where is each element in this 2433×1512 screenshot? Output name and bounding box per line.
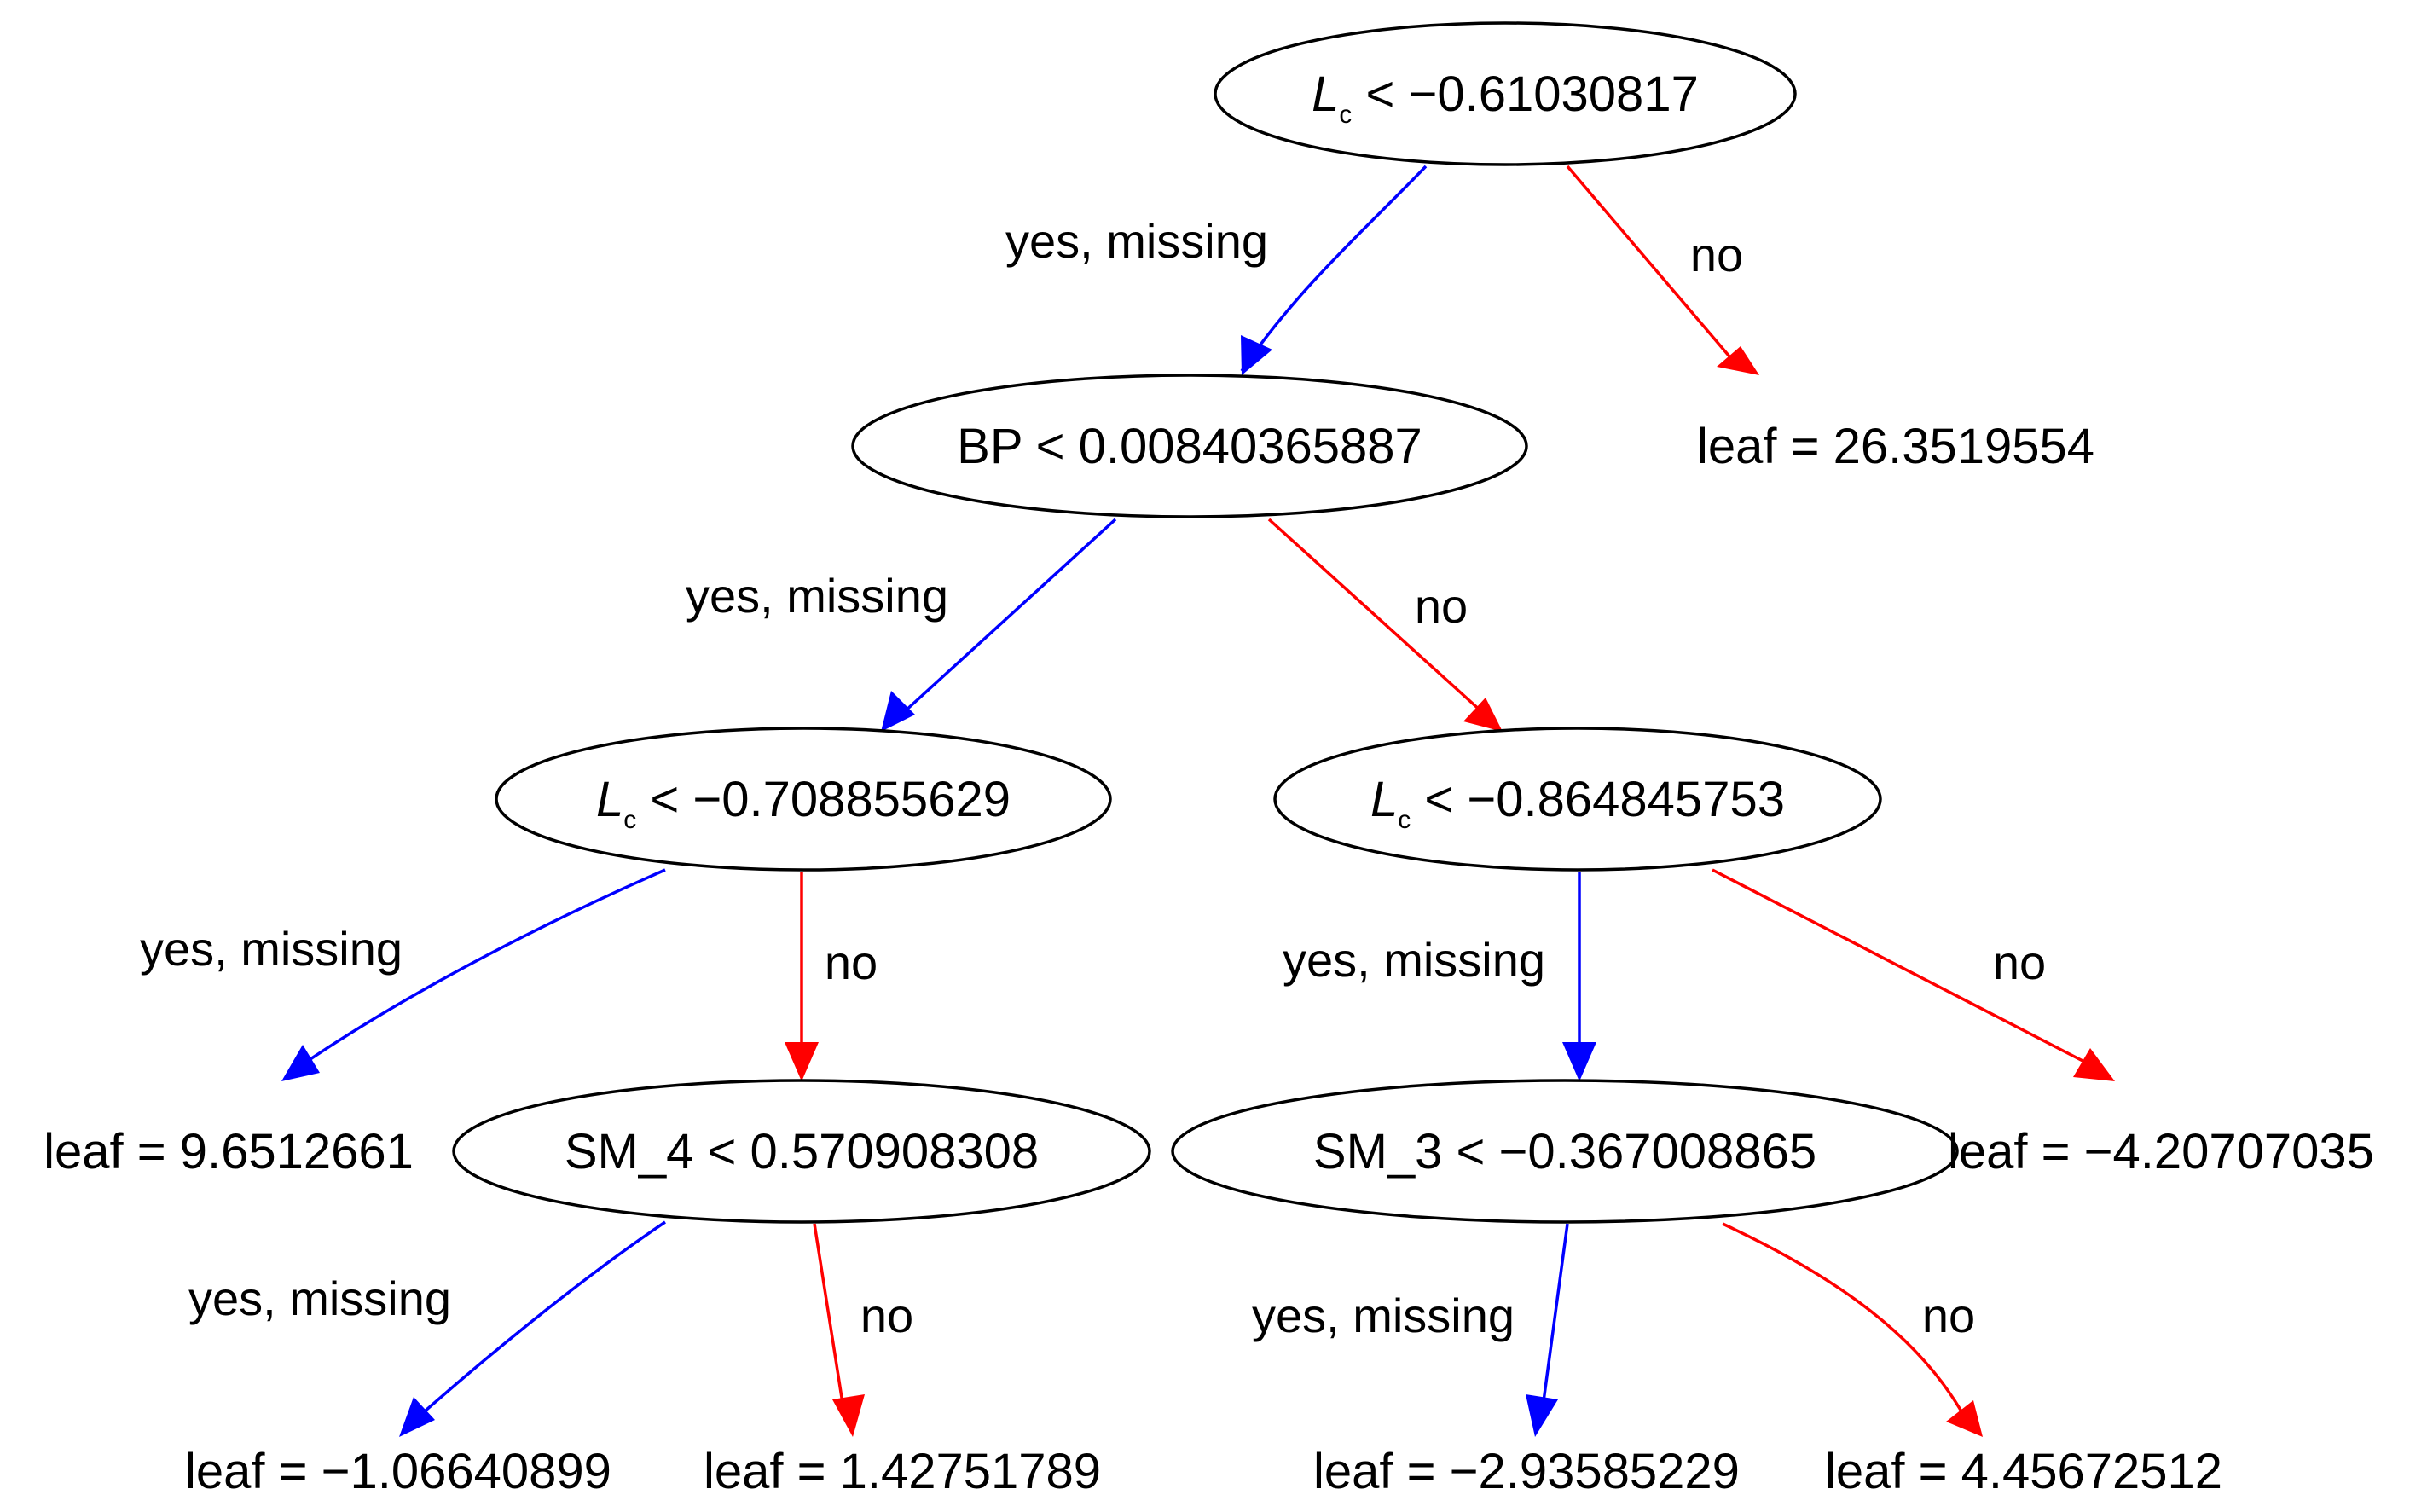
edge-yes: yes, missing bbox=[1005, 165, 1428, 375]
node-operator: < bbox=[1411, 772, 1467, 827]
node-threshold: 0.570908308 bbox=[750, 1124, 1039, 1179]
edge-arrowhead bbox=[1526, 1394, 1558, 1437]
leaf-node: leaf = 4.45672512 bbox=[1825, 1444, 2222, 1499]
node-variable-subscript: c bbox=[1339, 101, 1352, 129]
leaf-node: leaf = −2.93585229 bbox=[1313, 1444, 1740, 1499]
leaf-node: leaf = 26.3519554 bbox=[1697, 419, 2094, 474]
edge-yes: yes, missing bbox=[1252, 1223, 1569, 1437]
leaf-node: leaf = −4.20707035 bbox=[1948, 1124, 2374, 1179]
edge-yes: yes, missing bbox=[1283, 872, 1596, 1081]
edge-arrowhead bbox=[1946, 1400, 1983, 1437]
node-threshold: 0.00840365887 bbox=[1079, 419, 1422, 474]
node-operator: < bbox=[1352, 67, 1408, 122]
edges-layer: yes, missing no yes, missing no yes, missing… bbox=[140, 165, 2115, 1437]
edge-label: no bbox=[1922, 1289, 1975, 1342]
edge-no: no bbox=[813, 1223, 913, 1437]
edge-label: yes, missing bbox=[1252, 1289, 1515, 1342]
edge-arrowhead bbox=[1463, 698, 1503, 732]
edge-line bbox=[1240, 165, 1428, 372]
edge-no: no bbox=[785, 872, 878, 1081]
node-condition: Lc < −0.61030817 bbox=[1312, 67, 1699, 129]
node-operator: < bbox=[1022, 419, 1079, 474]
node-condition: BP < 0.00840365887 bbox=[957, 419, 1422, 474]
node-threshold: −0.367008865 bbox=[1499, 1124, 1817, 1179]
edge-arrowhead bbox=[1562, 1042, 1596, 1081]
decision-node-lc-left: Lc < −0.708855629 bbox=[495, 727, 1112, 872]
node-variable-subscript: c bbox=[623, 806, 636, 834]
node-threshold: −0.708855629 bbox=[692, 772, 1011, 827]
node-variable: L bbox=[1312, 67, 1339, 122]
node-operator: < bbox=[636, 772, 692, 827]
edge-arrowhead bbox=[399, 1397, 435, 1437]
leaf-node: leaf = 9.6512661 bbox=[43, 1124, 414, 1179]
edge-arrowhead bbox=[2073, 1048, 2115, 1081]
edge-line bbox=[1540, 1223, 1569, 1415]
node-variable: SM_4 bbox=[565, 1124, 694, 1179]
decision-node-bp: BP < 0.00840365887 bbox=[851, 374, 1528, 518]
edge-label: no bbox=[1415, 579, 1468, 633]
node-condition: Lc < −0.708855629 bbox=[596, 772, 1011, 834]
node-threshold: −0.864845753 bbox=[1467, 772, 1785, 827]
node-condition: SM_3 < −0.367008865 bbox=[1313, 1124, 1816, 1179]
node-variable: L bbox=[596, 772, 623, 827]
edge-no: no bbox=[1566, 165, 1759, 375]
edge-label: yes, missing bbox=[686, 569, 948, 623]
edge-yes: yes, missing bbox=[188, 1220, 666, 1437]
edge-line bbox=[1712, 868, 2090, 1066]
decision-node-lc-right: Lc < −0.864845753 bbox=[1273, 727, 1882, 872]
node-ellipse bbox=[1171, 1079, 1959, 1224]
edge-no: no bbox=[1722, 1222, 1983, 1437]
edge-line bbox=[416, 1220, 666, 1419]
node-variable-subscript: c bbox=[1398, 806, 1411, 834]
node-condition: Lc < −0.864845753 bbox=[1370, 772, 1785, 834]
node-ellipse bbox=[495, 727, 1112, 872]
edge-label: yes, missing bbox=[1005, 214, 1268, 268]
edge-yes: yes, missing bbox=[140, 868, 666, 1081]
node-ellipse bbox=[1273, 727, 1882, 872]
node-variable: BP bbox=[957, 419, 1022, 474]
edge-label: yes, missing bbox=[188, 1272, 451, 1325]
node-ellipse bbox=[452, 1079, 1151, 1224]
node-condition: SM_4 < 0.570908308 bbox=[565, 1124, 1039, 1179]
edge-arrowhead bbox=[832, 1394, 865, 1437]
edge-yes: yes, missing bbox=[686, 518, 1117, 732]
edge-line bbox=[813, 1223, 846, 1415]
leaf-node: leaf = 1.42751789 bbox=[704, 1444, 1101, 1499]
edge-label: no bbox=[1690, 228, 1743, 281]
edge-label: yes, missing bbox=[140, 922, 403, 976]
node-operator: < bbox=[1442, 1124, 1498, 1179]
edge-arrowhead bbox=[281, 1045, 320, 1081]
node-variable: L bbox=[1370, 772, 1398, 827]
edge-line bbox=[902, 518, 1117, 714]
edge-line bbox=[1267, 518, 1484, 714]
edge-no: no bbox=[1267, 518, 1503, 732]
edge-no: no bbox=[1712, 868, 2115, 1081]
node-ellipse bbox=[851, 374, 1528, 518]
edge-arrowhead bbox=[1241, 335, 1272, 375]
decision-node-sm4: SM_4 < 0.570908308 bbox=[452, 1079, 1151, 1224]
edge-line bbox=[302, 868, 666, 1066]
node-ellipse bbox=[1214, 21, 1797, 166]
leaf-node: leaf = −1.06640899 bbox=[185, 1444, 611, 1499]
edge-arrowhead bbox=[785, 1042, 819, 1081]
edge-arrowhead bbox=[881, 691, 915, 732]
edge-line bbox=[1722, 1222, 1963, 1412]
decision-node-root: Lc < −0.61030817 bbox=[1214, 21, 1797, 166]
edge-label: no bbox=[825, 936, 878, 989]
node-threshold: −0.61030817 bbox=[1409, 67, 1699, 122]
edge-label: no bbox=[860, 1289, 913, 1342]
edge-label: no bbox=[1993, 936, 2046, 989]
node-variable: SM_3 bbox=[1313, 1124, 1443, 1179]
edge-line bbox=[1566, 165, 1731, 358]
edge-arrowhead bbox=[1717, 346, 1759, 375]
decision-node-sm3: SM_3 < −0.367008865 bbox=[1171, 1079, 1959, 1224]
node-operator: < bbox=[693, 1124, 750, 1179]
edge-label: yes, missing bbox=[1283, 933, 1545, 987]
